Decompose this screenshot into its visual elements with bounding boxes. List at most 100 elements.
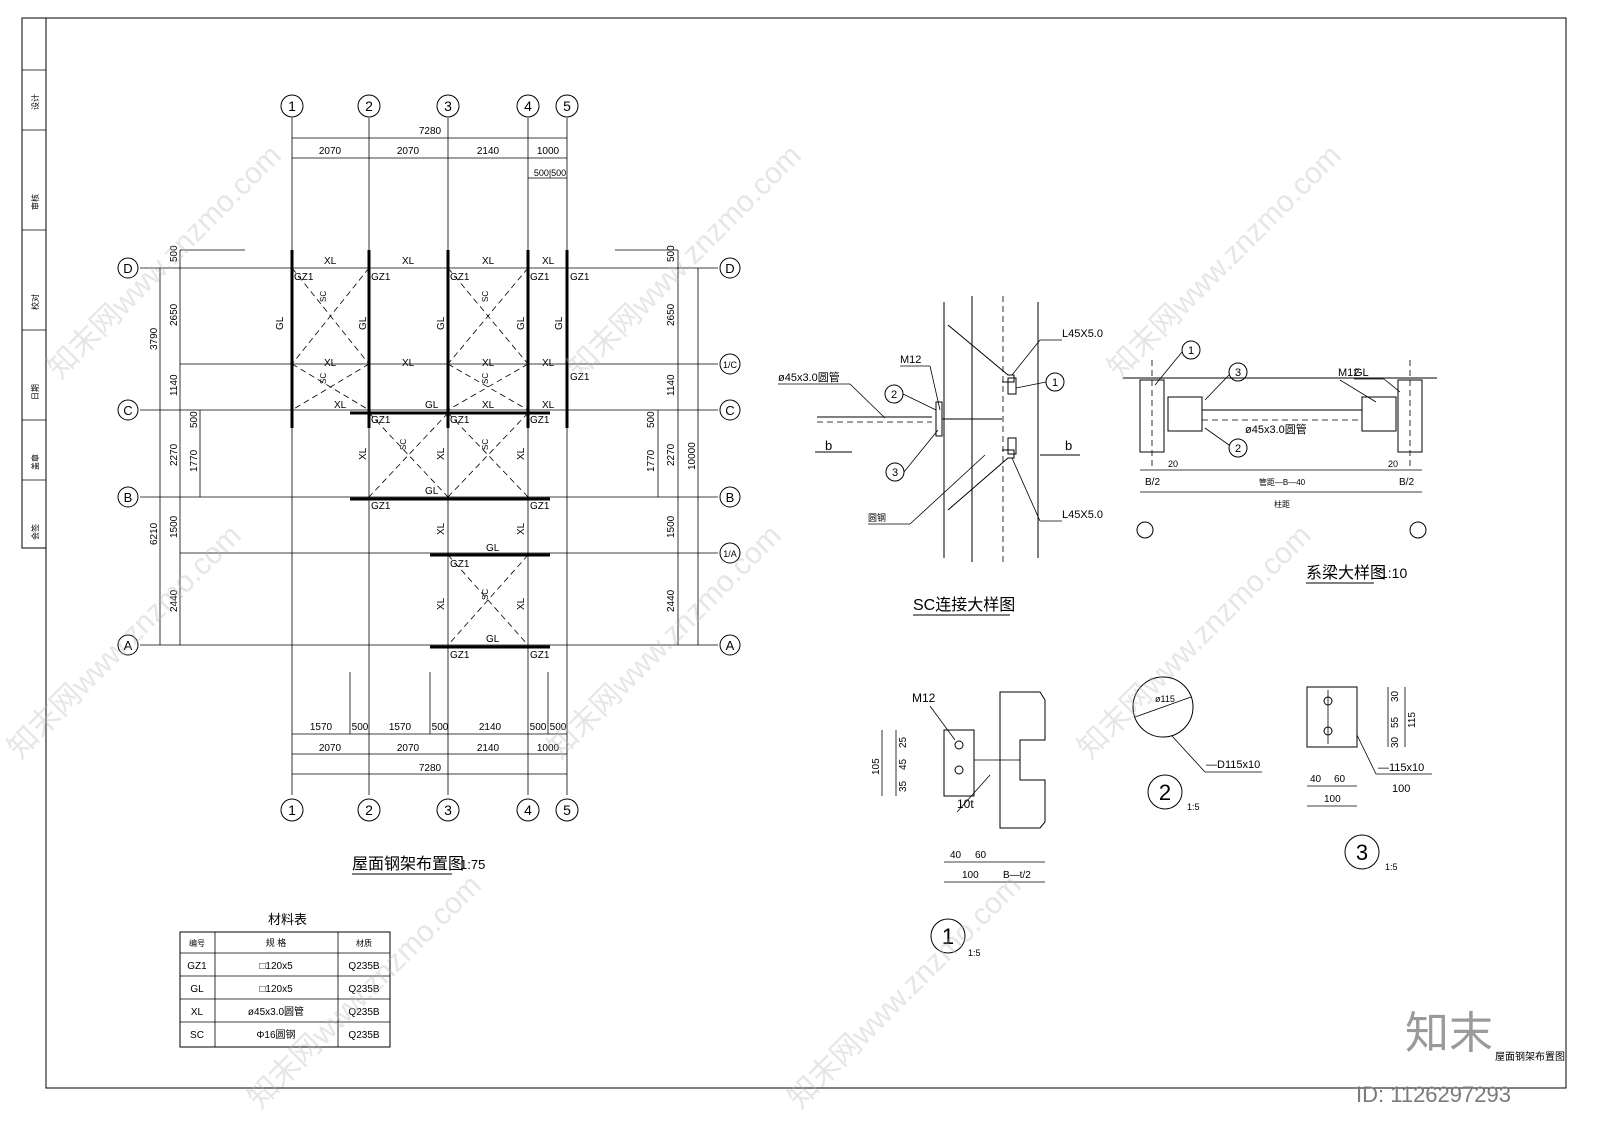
label-gz1: GZ1 [530,272,550,283]
dim-text: 7280 [419,763,442,774]
detail-1: M12 105 25 45 35 10t 40 60 100 B—t/2 1 1… [871,691,1046,958]
dim-text: 500 [169,245,180,262]
axis-bubble [719,353,741,375]
label-sc: SC [481,439,490,450]
leader [929,365,941,411]
dim-text: 2440 [169,589,180,612]
callout-bubble [1228,438,1248,458]
dim-text: 60 [975,850,987,861]
dim-text: 20 [1388,459,1398,469]
dim-text: 500|500 [534,168,566,178]
beam-detail-title: 系梁大样图 [1306,564,1386,582]
leader [849,383,886,419]
dim-text: 20 [1168,459,1178,469]
end-plate-left [1167,396,1203,432]
label-xl: XL [358,447,369,460]
label-sc: SC [319,373,328,384]
dim-text: 管距—B—40 [1259,477,1306,487]
label-sc: SC [481,589,490,600]
plate-label: —115x10 [1378,762,1424,774]
dim-text: 2440 [666,589,677,612]
label-gl: GL [486,543,500,554]
detail-2: ø115 —D115x10 2 1:5 [1132,676,1262,812]
watermark-text: 知末网www.znzmo.com [542,519,788,765]
detail-id: 2 [1159,780,1171,805]
bolt-label: M12 [900,354,921,366]
dim-text: 柱距 [1274,499,1290,509]
section-label: b [825,438,832,453]
label-xl: XL [516,522,527,535]
label-gz1: GZ1 [294,272,314,283]
dim-text: B/2 [1399,477,1414,488]
callout-bubble [1181,340,1201,360]
axis-label: 3 [444,802,452,818]
watermark-text: 知末网www.znzmo.com [42,139,288,385]
label-gl: GL [436,316,447,330]
axis-label: A [124,638,133,653]
dim-text: 2070 [319,146,342,157]
dim-text: 60 [1334,774,1346,785]
leader [909,454,986,525]
watermark-text: 知末网www.znzmo.com [2,519,248,765]
axis-bubble [516,94,540,118]
label-sc: SC [481,291,490,302]
leader [1015,381,1047,389]
axis-bubble [1409,521,1427,539]
dim-text: 2070 [319,743,342,754]
label-gz1: GZ1 [371,501,391,512]
bolt-bottom [1007,437,1017,455]
callout-bubble [1228,362,1248,382]
label-gl: GL [425,486,439,497]
dim-text: 25 [898,736,909,748]
axis-label: 1/A [723,549,737,559]
axis-label: D [123,261,132,276]
dia-label: ø115 [1155,694,1175,704]
table-cell: ø45x3.0圆管 [248,1005,304,1018]
detail-bubble [930,918,966,954]
label-gz1: GZ1 [450,415,470,426]
bolt-hole [954,765,964,775]
table-title: 材料表 [268,912,307,927]
axis-bubble [719,257,741,279]
leader [1154,351,1183,386]
leader [956,774,991,813]
strip-label: 日期 [31,384,40,400]
axis-bubble [719,399,741,421]
dim-text: 500 [352,722,369,733]
axis-bubble [719,542,741,564]
plan-scale: 1:75 [460,857,485,872]
table-cell: Q235B [348,961,379,972]
table-cell: Φ16圆钢 [256,1028,295,1041]
axis-bubble [357,94,381,118]
dim-text: 500 [189,411,200,428]
leader [929,705,956,741]
sc-detail-title: SC连接大样图 [913,596,1015,614]
axis-label: 5 [563,98,571,114]
label-xl: XL [542,400,555,411]
dim-text: 2270 [169,443,180,466]
detail-id: 3 [1356,840,1368,865]
dim-text: 1140 [666,374,677,396]
dim-text: 10000 [687,442,698,470]
table-cell: □120x5 [259,961,293,972]
axis-bubble [357,798,381,822]
axis-label: D [725,261,734,276]
dim-text: 2070 [397,146,420,157]
label-gz1: GZ1 [450,650,470,661]
label-gz1: GZ1 [450,559,470,570]
leader [1171,735,1206,773]
dim-text: 105 [871,758,882,775]
leader [1383,378,1401,393]
square-plate [1306,686,1358,748]
diameter-line [1134,696,1192,718]
axis-bubble [555,798,579,822]
dim-text: 500 [666,245,677,262]
dim-text: 500 [550,722,567,733]
dim-text: 7280 [419,126,442,137]
strip-label: 会签 [30,524,40,540]
label-xl: XL [482,256,495,267]
axis-label: B [124,490,133,505]
label-gl: GL [358,316,369,330]
detail-scale: 1:5 [1187,802,1200,812]
watermark-text: 知末网www.znzmo.com [1072,519,1318,765]
